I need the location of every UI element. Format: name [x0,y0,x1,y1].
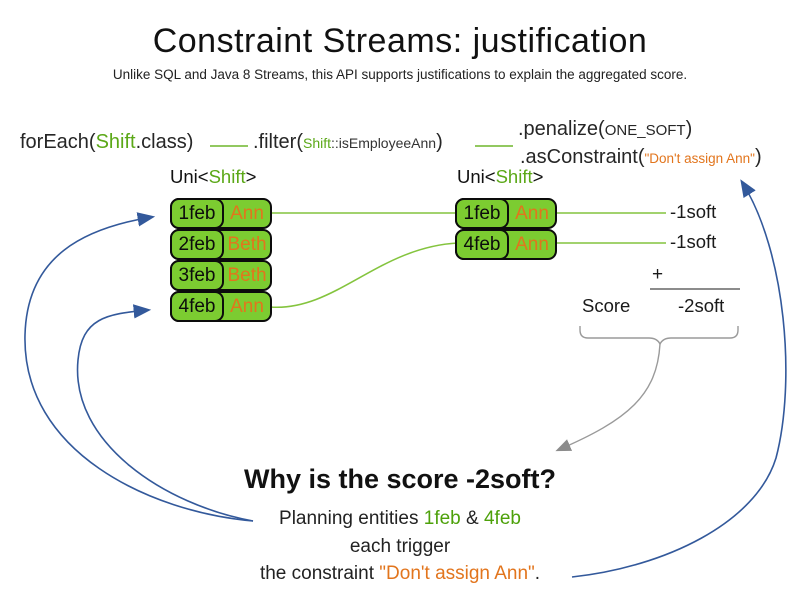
code-asconstraint-suffix: ) [754,146,762,168]
table-row: 4feb Ann [455,229,557,260]
code-penalize-suffix: ) [685,118,693,140]
why-line-1: Planning entities 1feb & 4feb [0,508,800,530]
code-filter-suffix: ) [436,131,443,153]
left-type-suffix: > [245,166,257,187]
code-foreach-class: Shift [95,131,136,153]
table-row: 4feb Ann [170,291,272,322]
employee-cell: Beth [227,233,267,255]
why-line-2: each trigger [349,536,451,557]
why-line-3: the constraint "Don't assign Ann". [0,563,800,585]
why-ampersand: & [460,508,484,529]
right-stream-type-label: Uni<Shift> [457,166,543,188]
employee-cell: Ann [230,295,264,317]
day-cell: 2feb [170,229,224,260]
score-total: -2soft [678,295,725,316]
right-stream-table: 1feb Ann 4feb Ann [455,198,557,260]
code-foreach-suffix: .class) [135,131,194,153]
code-penalize: .penalize(ONE_SOFT) [518,118,692,141]
plus-sign: + [652,264,664,285]
score-brace [579,326,739,346]
why-entity-4feb: 4feb [483,508,521,529]
code-penalize-prefix: .penalize( [518,118,605,140]
right-type-prefix: Uni< [457,166,496,187]
table-row: 3feb Beth [170,260,272,291]
match-score-1: -1soft [670,201,717,222]
code-foreach-prefix: forEach( [20,131,96,153]
right-type-param: Shift [495,166,533,187]
day-cell: 4feb [170,291,224,322]
employee-cell: Beth [227,264,267,286]
left-type-prefix: Uni< [170,166,209,187]
code-filter-prefix: .filter( [253,131,303,153]
right-type-suffix: > [532,166,544,187]
code-filter: .filter(Shift::isEmployeeAnn) [253,131,443,154]
stream-link-4feb [269,242,459,308]
left-type-param: Shift [208,166,246,187]
code-asconstraint-prefix: .asConstraint( [520,146,645,168]
employee-cell: Ann [515,233,549,255]
score-label: Score [582,295,631,316]
why-line3-prefix: the constraint [259,563,380,584]
day-cell: 1feb [455,198,509,229]
brace-to-why-arrow [555,343,661,452]
table-row: 2feb Beth [170,229,272,260]
page-title: Constraint Streams: justification [152,22,648,60]
day-cell: 4feb [455,229,509,260]
table-row: 1feb Ann [455,198,557,229]
table-row: 1feb Ann [170,198,272,229]
why-heading: Why is the score -2soft? [243,464,557,494]
code-filter-arg-class: Shift [303,135,332,151]
code-asconstraint-arg: "Don't assign Ann" [644,151,755,166]
code-foreach: forEach(Shift.class) [20,131,193,154]
day-cell: 1feb [170,198,224,229]
why-line3-suffix: . [534,563,541,584]
why-line1-prefix: Planning entities [279,508,424,529]
employee-cell: Ann [230,202,264,224]
day-cell: 3feb [170,260,224,291]
code-penalize-arg: ONE_SOFT [604,122,686,139]
why-entity-1feb: 1feb [423,508,461,529]
code-filter-arg-method: ::isEmployeeAnn [331,135,437,151]
why-constraint-name: "Don't assign Ann" [379,563,535,584]
left-stream-table: 1feb Ann 2feb Beth 3feb Beth 4feb Ann [170,198,272,322]
code-asconstraint: .asConstraint("Don't assign Ann") [520,146,762,169]
page-subtitle: Unlike SQL and Java 8 Streams, this API … [112,67,688,82]
employee-cell: Ann [515,202,549,224]
left-stream-type-label: Uni<Shift> [170,166,256,188]
match-score-2: -1soft [670,231,717,252]
